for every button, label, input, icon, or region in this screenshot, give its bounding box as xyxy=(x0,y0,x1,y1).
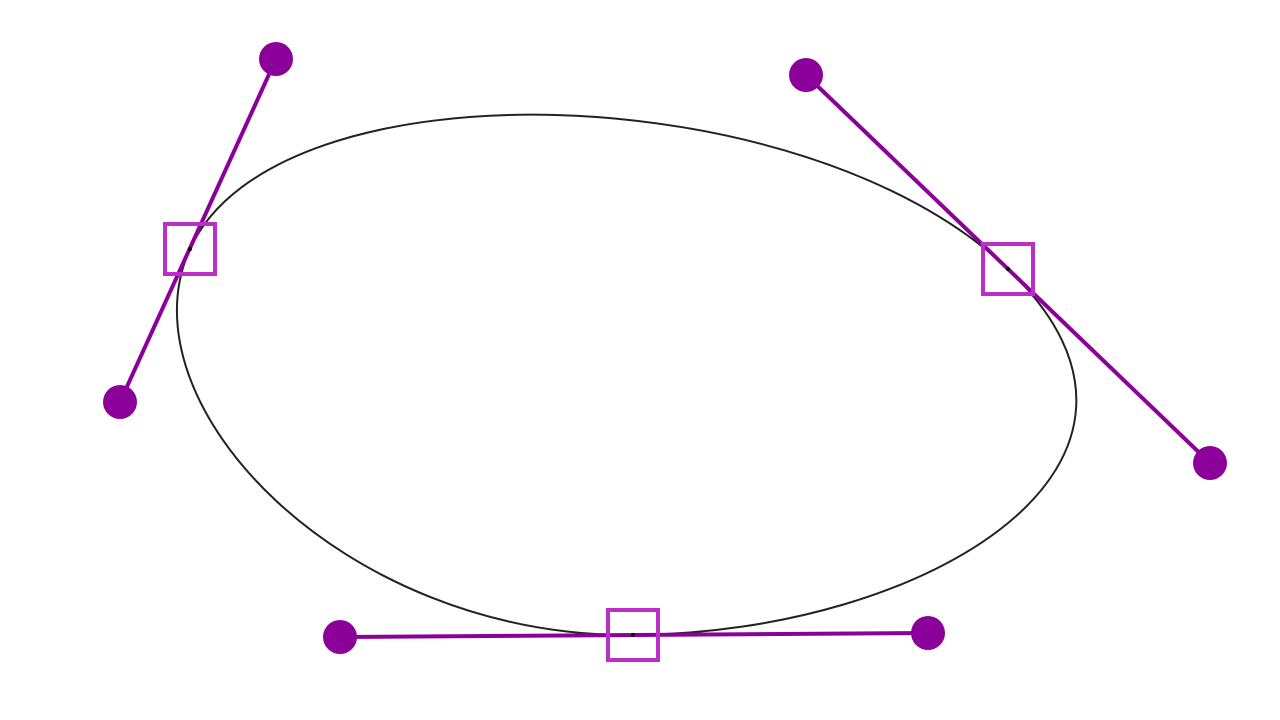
control-point-out[interactable] xyxy=(1193,446,1227,480)
control-point-in[interactable] xyxy=(789,58,823,92)
handles-layer xyxy=(103,42,1227,662)
control-point-in[interactable] xyxy=(911,616,945,650)
anchor-dot xyxy=(188,247,192,251)
control-point-out[interactable] xyxy=(323,620,357,654)
handle-line xyxy=(118,58,278,403)
anchor-point-handle[interactable] xyxy=(981,242,1035,296)
control-point-in[interactable] xyxy=(103,385,137,419)
anchor-dot xyxy=(631,633,635,637)
anchor-dot xyxy=(1006,267,1010,271)
control-point-out[interactable] xyxy=(259,42,293,76)
anchor-point-handle[interactable] xyxy=(163,222,217,276)
closed-bezier-curve xyxy=(176,113,1078,637)
anchor-point-handle[interactable] xyxy=(606,608,660,662)
